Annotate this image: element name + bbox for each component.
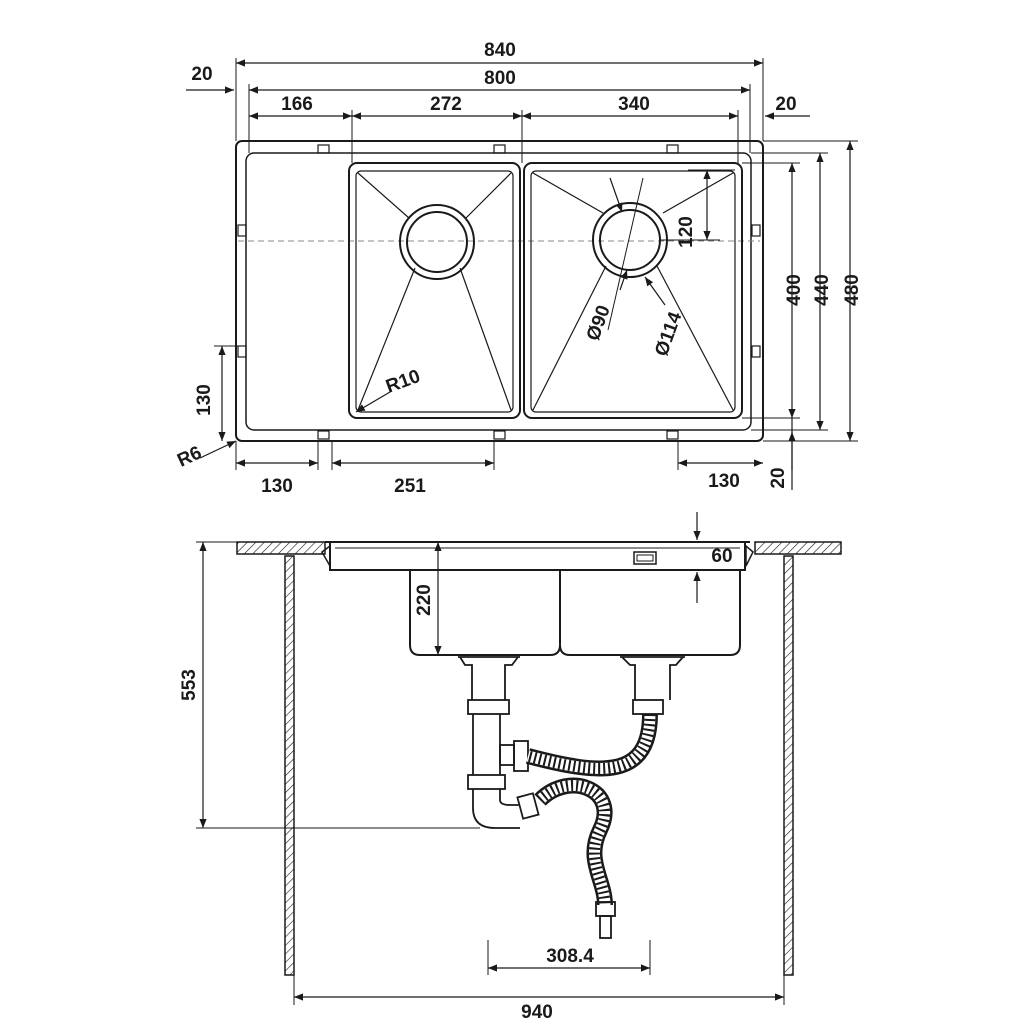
overflow-slot (633, 551, 657, 565)
dim-251: 251 (394, 476, 426, 497)
mounting-clips (237, 144, 761, 440)
dim-130-left-vertical: 130 (194, 384, 215, 416)
dim-340: 340 (618, 94, 650, 115)
countertop-right (754, 541, 842, 555)
right-drain-outer (592, 202, 668, 278)
side-view: 60 220 553 308.4 940 (179, 512, 842, 1023)
sink-rim (325, 541, 750, 571)
right-drain-inner (599, 209, 661, 271)
right-bowl (523, 162, 743, 419)
dim-diameter-114: Ø114 (651, 309, 686, 359)
countertop-left (236, 541, 326, 555)
dim-20-left: 20 (191, 64, 212, 85)
dim-220: 220 (414, 584, 435, 616)
dim-166: 166 (281, 94, 313, 115)
dim-840: 840 (484, 40, 516, 61)
dim-308-4: 308.4 (546, 946, 594, 967)
dim-130-bottom-right: 130 (708, 471, 740, 492)
dim-440: 440 (812, 274, 833, 306)
side-right-bowl (559, 570, 741, 656)
cabinet-wall-left (284, 555, 295, 976)
dim-20-right: 20 (775, 94, 796, 115)
dim-r6: R6 (174, 442, 205, 471)
dim-940: 940 (521, 1002, 553, 1023)
dim-120: 120 (676, 216, 697, 248)
dim-60: 60 (711, 546, 732, 567)
side-left-bowl (409, 570, 561, 656)
dim-272: 272 (430, 94, 462, 115)
dim-130-bottom-left: 130 (261, 476, 293, 497)
dim-553: 553 (179, 669, 200, 701)
left-drain-outer (399, 204, 475, 280)
sink-outer-outline (235, 140, 764, 442)
left-drain-inner (406, 211, 468, 273)
dim-r10: R10 (383, 366, 423, 398)
dim-800: 800 (484, 68, 516, 89)
dim-480: 480 (842, 274, 863, 306)
dim-400: 400 (784, 274, 805, 306)
dim-20-bottom: 20 (768, 467, 789, 488)
sink-inner-outline (245, 152, 752, 431)
top-view: 840 800 20 20 166 272 340 400 440 480 12… (174, 40, 863, 497)
cabinet-wall-right (783, 555, 794, 976)
left-bowl (348, 162, 521, 419)
